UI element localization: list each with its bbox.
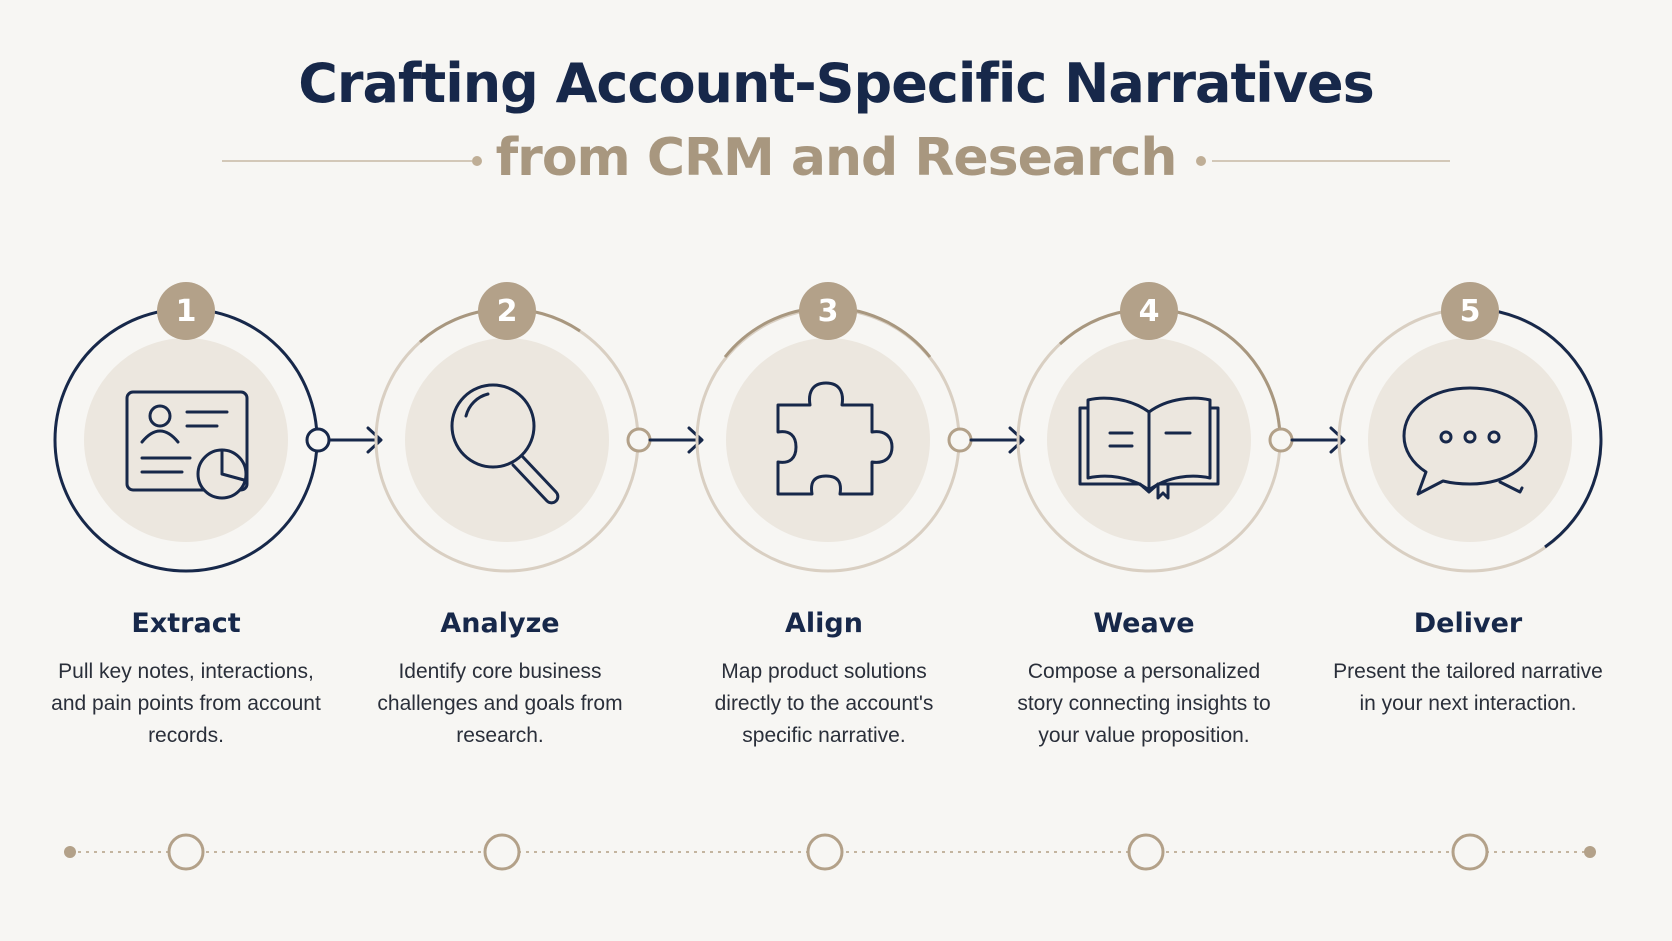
open-book-icon [1078, 396, 1220, 500]
step-1-connector [305, 426, 383, 454]
contact-card-chart-icon [125, 390, 249, 500]
step-3-title: Align [785, 608, 863, 639]
step-3-description: Map product solutions directly to the ac… [714, 660, 934, 747]
step-5-number-badge: 5 [1441, 282, 1499, 340]
step-4-title: Weave [1093, 608, 1195, 639]
step-2-title: Analyze [440, 608, 560, 639]
step-5-title: Deliver [1413, 608, 1523, 639]
step-2-connector [626, 426, 704, 454]
step-5-circle [1337, 307, 1603, 573]
puzzle-piece-icon [776, 381, 894, 496]
step-1-circle [53, 307, 319, 573]
step-4-number-badge: 4 [1120, 282, 1178, 340]
step-4-connector [1268, 426, 1346, 454]
step-4-description: Compose a personalized story connecting … [1017, 660, 1271, 747]
step-3-number-badge: 3 [799, 282, 857, 340]
subtitle-left-line [222, 160, 472, 162]
step-5-description: Present the tailored narrative in your n… [1333, 660, 1603, 715]
speech-bubble-icon [1402, 386, 1538, 496]
step-2-description: Identify core business challenges and go… [377, 660, 623, 747]
step-2-number-badge: 2 [478, 282, 536, 340]
step-3-circle [695, 306, 961, 573]
magnifying-glass-icon [450, 383, 560, 505]
step-1-title: Extract [131, 608, 241, 639]
step-2-circle [374, 307, 640, 573]
page-subtitle: from CRM and Research [495, 128, 1178, 188]
step-1-description: Pull key notes, interactions, and pain p… [51, 660, 321, 747]
page-title: Crafting Account-Specific Narratives [298, 52, 1375, 115]
subtitle-right-dot [1196, 156, 1206, 166]
bottom-timeline [64, 833, 1596, 871]
subtitle-right-line [1212, 160, 1450, 162]
subtitle-row: from CRM and Research [0, 128, 1672, 198]
subtitle-left-dot [472, 156, 482, 166]
step-1-number-badge: 1 [157, 282, 215, 340]
step-3-connector [947, 426, 1025, 454]
